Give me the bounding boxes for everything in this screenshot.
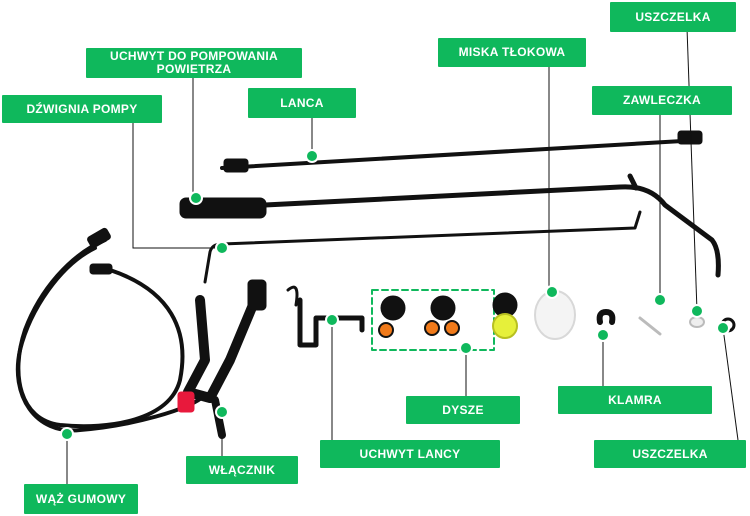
- rubber-hose-part: [15, 227, 207, 433]
- label-miska-tlokowa: MISKA TŁOKOWA: [438, 38, 586, 67]
- callout-dots: [60, 149, 730, 441]
- label-wlacznik: WŁĄCZNIK: [186, 456, 298, 484]
- label-klamra: KLAMRA: [558, 386, 712, 414]
- label-zawleczka: ZAWLECZKA: [592, 86, 732, 115]
- label-lanca: LANCA: [248, 88, 356, 118]
- pump-lever-part: [203, 210, 642, 284]
- trigger-part: [177, 279, 267, 439]
- nozzles-part: [371, 289, 518, 351]
- lance-part: [220, 130, 703, 173]
- label-dzwignia-pompy: DŹWIGNIA POMPY: [2, 95, 162, 123]
- clamp-part: [596, 309, 616, 325]
- label-uszczelka-top: USZCZELKA: [610, 2, 736, 32]
- label-uszczelka-bottom: USZCZELKA: [594, 440, 746, 468]
- label-uchwyt-pompowania: UCHWYT DO POMPOWANIA POWIETRZA: [86, 48, 302, 78]
- label-dysze: DYSZE: [406, 396, 520, 424]
- label-uchwyt-lancy: UCHWYT LANCY: [320, 440, 500, 468]
- pump-handle-tube-part: [179, 173, 721, 278]
- leader-lines: [66, 27, 739, 484]
- lance-holder-part: [286, 285, 365, 348]
- cotter-pin-part: [638, 316, 662, 336]
- label-waz-gumowy: WĄŻ GUMOWY: [24, 484, 138, 514]
